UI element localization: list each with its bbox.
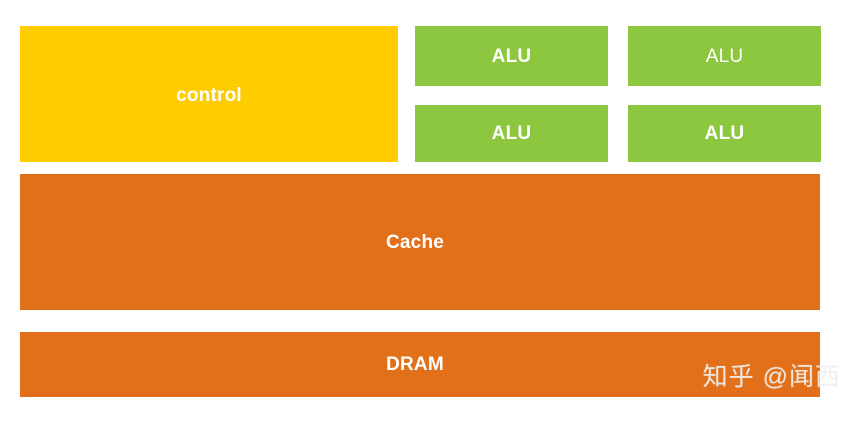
cache-block: Cache xyxy=(20,174,820,310)
alu-block-3-label: ALU xyxy=(491,123,532,144)
alu-block-1-label: ALU xyxy=(491,45,532,67)
alu-block-1: ALU xyxy=(415,26,608,86)
alu-block-2-label: ALU xyxy=(705,45,744,67)
dram-block: DRAM xyxy=(20,332,820,397)
dram-block-label: DRAM xyxy=(386,354,444,375)
alu-block-3: ALU xyxy=(415,105,608,162)
alu-block-4-label: ALU xyxy=(704,123,745,144)
control-block: control xyxy=(20,26,398,162)
alu-block-4: ALU xyxy=(628,105,821,162)
control-block-label: control xyxy=(176,84,242,106)
watermark: 知乎 @闻西 xyxy=(702,363,841,391)
alu-block-2: ALU xyxy=(628,26,821,86)
cache-block-label: Cache xyxy=(385,231,445,253)
